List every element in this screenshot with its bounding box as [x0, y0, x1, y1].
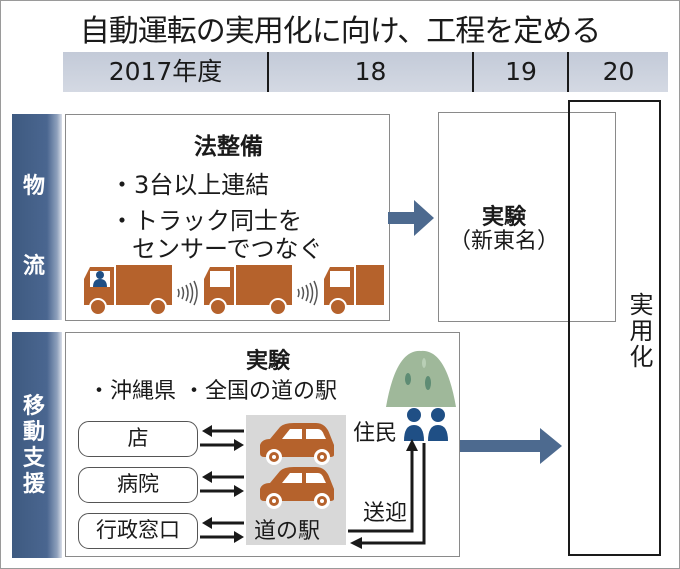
- experiment-location: （新東名）: [448, 229, 559, 254]
- arrow-right-icon: [388, 200, 434, 236]
- sensor-waves-icon: [297, 280, 318, 306]
- side-tab-logistics: 物 流: [12, 114, 62, 320]
- mobility-locations: ・沖縄県 ・全国の道の駅: [88, 379, 337, 404]
- pickup-label: 送迎: [363, 501, 408, 526]
- destination-hospital: 病院: [78, 467, 198, 503]
- driver-icon: [96, 271, 104, 279]
- truck-icon: [324, 265, 384, 316]
- side-tab-mobility-char: 支: [22, 446, 45, 471]
- bidirectional-arrow-icon: [200, 425, 244, 451]
- law-box: 法整備 ・3台以上連結 ・トラック同士を センサーでつなぐ: [65, 114, 390, 321]
- law-bullet: ・トラック同士を: [110, 207, 302, 235]
- law-bullet: ・3台以上連結: [110, 171, 270, 199]
- mobility-heading: 実験: [246, 349, 291, 374]
- timeline-year-19: 19: [505, 57, 537, 86]
- car-icon: [260, 467, 334, 509]
- timeline-divider: [472, 52, 474, 92]
- roadside-station-area: 道の駅: [246, 415, 346, 545]
- bidirectional-arrow-icon: [200, 517, 244, 543]
- destination-government-office: 行政窓口: [78, 513, 198, 549]
- figure-title: 自動運転の実用化に向け、工程を定める: [79, 14, 602, 49]
- truck-convoy: [84, 265, 384, 316]
- timeline-year-20: 20: [602, 57, 635, 86]
- bidirectional-arrows: [200, 425, 244, 543]
- pickup-arrows: [348, 439, 426, 549]
- side-tab-mobility-label: 移 動 支 援: [12, 394, 56, 498]
- side-tab-mobility-char: 移: [22, 394, 45, 419]
- residents-label: 住民: [353, 421, 398, 446]
- side-tab-mobility-char: 動: [22, 420, 45, 445]
- mobility-box: 実験 ・沖縄県 ・全国の道の駅 店 病院 行政窓口: [65, 332, 460, 557]
- sensor-waves-icon: [177, 280, 198, 306]
- timeline-bar: 2017年度 18 19 20: [63, 52, 668, 92]
- practical-use-box: 実用化: [568, 100, 661, 556]
- side-tab-logistics-char: 流: [22, 254, 45, 279]
- arrow-right-icon: [460, 428, 562, 464]
- truck-icon: [84, 265, 172, 316]
- arrow-to-station: [360, 443, 426, 545]
- cars: [260, 423, 334, 509]
- experiment-label: 実験: [481, 205, 526, 230]
- experiment-shintomei-box: 実験 （新東名）: [438, 112, 616, 322]
- timeline-year-18: 18: [354, 57, 387, 86]
- bidirectional-arrow-icon: [200, 471, 244, 497]
- practical-use-label: 実用化: [625, 292, 653, 370]
- roadside-station-label: 道の駅: [254, 519, 321, 544]
- hill-icon: [386, 350, 456, 407]
- side-tab-mobility: 移 動 支 援: [12, 332, 62, 558]
- car-icon: [260, 423, 334, 465]
- timeline-divider: [267, 52, 269, 92]
- destination-shop: 店: [78, 421, 198, 457]
- arrow-to-residents: [348, 447, 414, 533]
- side-tab-logistics-char: 物: [22, 174, 45, 199]
- residents-icon: [404, 408, 448, 441]
- law-bullet-cont: センサーでつなぐ: [132, 235, 323, 263]
- timeline-year-2017: 2017年度: [108, 57, 223, 86]
- side-tab-mobility-char: 援: [22, 472, 45, 497]
- law-heading: 法整備: [194, 134, 263, 160]
- truck-icon: [204, 265, 292, 316]
- timeline-divider: [567, 52, 569, 92]
